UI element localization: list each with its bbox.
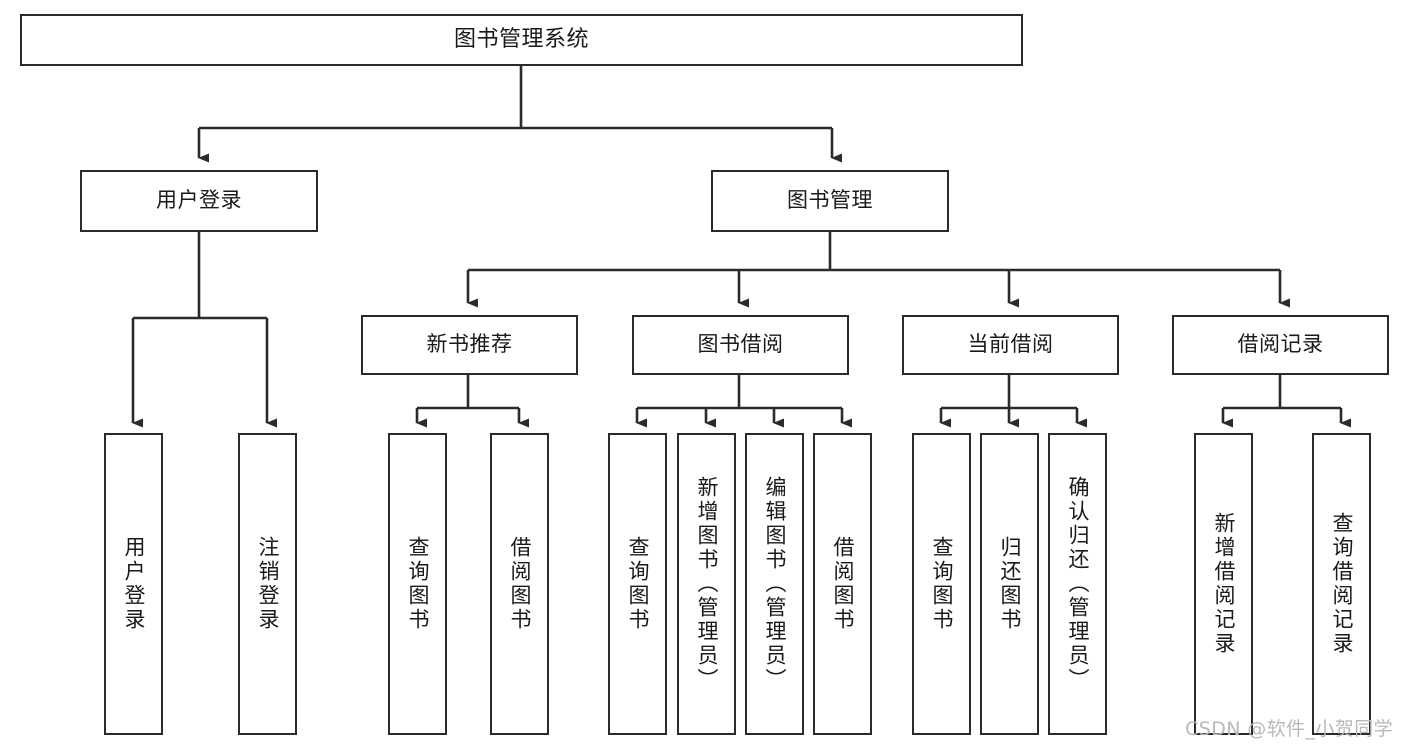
node-leaf-add-borrow-record[interactable]: 新增借阅记录 [1194, 433, 1253, 735]
node-label-book-management: 图书管理 [787, 188, 873, 213]
node-label-leaf-borrow-book-recommend: 借阅图书 [508, 536, 532, 632]
node-label-leaf-query-book-recommend: 查询图书 [406, 536, 430, 632]
node-leaf-query-book-recommend[interactable]: 查询图书 [388, 433, 447, 735]
node-label-leaf-add-borrow-record: 新增借阅记录 [1212, 512, 1236, 656]
node-label-leaf-confirm-return-admin: 确认归还（管理员） [1066, 476, 1090, 692]
node-label-borrow-record: 借阅记录 [1237, 332, 1324, 357]
node-book-management[interactable]: 图书管理 [711, 170, 949, 232]
node-label-leaf-borrow-book: 借阅图书 [831, 536, 855, 632]
node-new-book-recommend[interactable]: 新书推荐 [361, 315, 578, 375]
node-label-user-login: 用户登录 [156, 188, 242, 213]
node-label-leaf-logout: 注销登录 [256, 536, 280, 632]
node-leaf-query-book-current[interactable]: 查询图书 [912, 433, 971, 735]
node-current-borrow[interactable]: 当前借阅 [902, 315, 1119, 375]
node-label-leaf-query-book-borrow: 查询图书 [626, 536, 650, 632]
node-label-leaf-user-login: 用户登录 [122, 536, 146, 632]
node-leaf-logout[interactable]: 注销登录 [238, 433, 297, 735]
node-leaf-query-borrow-record[interactable]: 查询借阅记录 [1312, 433, 1371, 735]
node-root-book-management-system[interactable]: 图书管理系统 [20, 14, 1023, 66]
node-borrow-record[interactable]: 借阅记录 [1172, 315, 1389, 375]
node-label-root: 图书管理系统 [453, 26, 589, 52]
node-label-current-borrow: 当前借阅 [967, 332, 1054, 357]
node-book-borrow[interactable]: 图书借阅 [632, 315, 849, 375]
node-label-new-book-recommend: 新书推荐 [426, 332, 513, 357]
node-label-leaf-add-book-admin: 新增图书（管理员） [695, 476, 719, 692]
node-leaf-borrow-book-recommend[interactable]: 借阅图书 [490, 433, 549, 735]
node-leaf-query-book-borrow[interactable]: 查询图书 [608, 433, 667, 735]
node-leaf-borrow-book[interactable]: 借阅图书 [813, 433, 872, 735]
node-leaf-add-book-admin[interactable]: 新增图书（管理员） [677, 433, 736, 735]
node-leaf-return-book[interactable]: 归还图书 [980, 433, 1039, 735]
node-label-book-borrow: 图书借阅 [697, 332, 784, 357]
node-label-leaf-edit-book-admin: 编辑图书（管理员） [763, 476, 787, 692]
node-label-leaf-return-book: 归还图书 [998, 536, 1022, 632]
node-user-login[interactable]: 用户登录 [80, 170, 318, 232]
node-leaf-confirm-return-admin[interactable]: 确认归还（管理员） [1048, 433, 1107, 735]
node-label-leaf-query-book-current: 查询图书 [930, 536, 954, 632]
node-leaf-user-login[interactable]: 用户登录 [104, 433, 163, 735]
node-label-leaf-query-borrow-record: 查询借阅记录 [1330, 512, 1354, 656]
node-leaf-edit-book-admin[interactable]: 编辑图书（管理员） [745, 433, 804, 735]
